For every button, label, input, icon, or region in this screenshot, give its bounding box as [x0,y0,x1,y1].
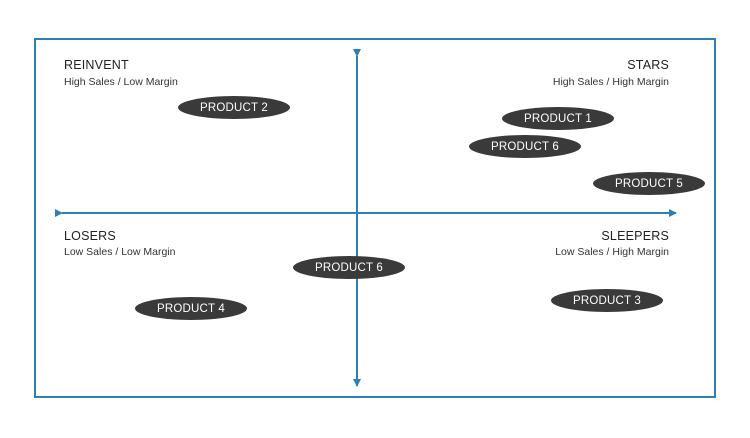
product-3-ellipse: PRODUCT 3 [551,289,663,312]
product-1-ellipse: PRODUCT 1 [502,107,614,130]
quadrant-subtitle-reinvent: High Sales / Low Margin [64,76,178,88]
quadrant-title-sleepers: SLEEPERS [601,229,669,243]
quadrant-subtitle-stars: High Sales / High Margin [552,76,669,88]
product-4-ellipse: PRODUCT 4 [135,297,247,320]
product-6-ellipse-center: PRODUCT 6 [293,256,405,279]
product-6-ellipse-top: PRODUCT 6 [469,135,581,158]
product-5-ellipse: PRODUCT 5 [593,172,705,195]
matrix-frame [34,38,716,398]
quadrant-title-losers: LOSERS [64,229,116,243]
quadrant-subtitle-losers: Low Sales / Low Margin [64,246,176,258]
product-2-ellipse: PRODUCT 2 [178,96,290,119]
quadrant-subtitle-sleepers: Low Sales / High Margin [555,246,669,258]
quadrant-title-stars: STARS [627,58,669,72]
quadrant-title-reinvent: REINVENT [64,58,129,72]
